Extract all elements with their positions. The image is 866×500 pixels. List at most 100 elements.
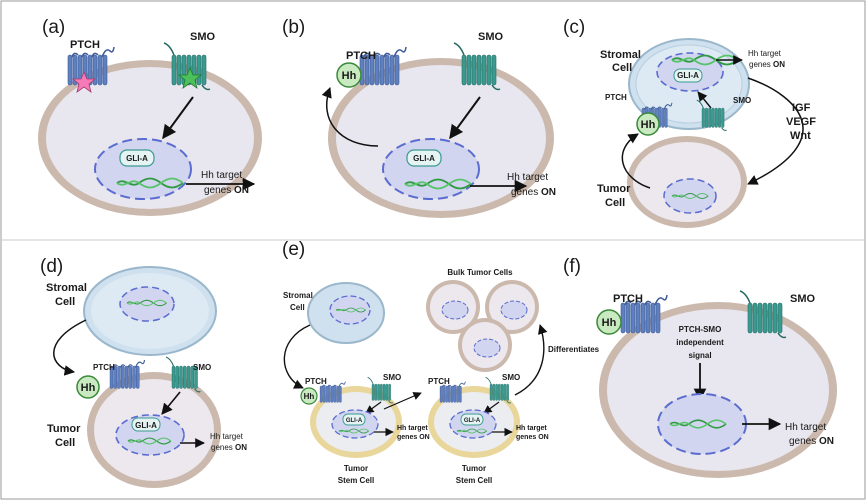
- on-text: ON: [538, 434, 549, 441]
- on-text: ON: [773, 60, 785, 69]
- gli-a-label: GLI-A: [346, 418, 363, 424]
- nucleus: [382, 138, 480, 200]
- ptch-label: PTCH: [605, 93, 627, 102]
- independent-line2: independent: [676, 338, 724, 347]
- stromal-label-line2: Cell: [55, 296, 75, 308]
- tumor-label-line1: Tumor: [47, 423, 81, 435]
- stromal-label-line1: Stromal: [283, 291, 313, 300]
- genes-prefix: genes: [204, 185, 234, 196]
- smo-label: SMO: [383, 373, 401, 382]
- hh-target-text: Hh target: [201, 170, 242, 181]
- hh-label: Hh: [602, 317, 617, 329]
- arrow-stromal-to-hh: [283, 324, 311, 389]
- panel-c-label: (c): [563, 17, 585, 38]
- nucleus: [663, 178, 717, 214]
- arrow-smo-to-gli: [161, 391, 181, 415]
- hh-ligand: [596, 309, 622, 335]
- arrow-self-renew: [383, 392, 422, 410]
- panel-b: (b) Hh PTCH SMO GLI-A Hh target genes ON: [282, 17, 556, 218]
- arrow-differentiates: [514, 324, 548, 396]
- smo-label: SMO: [478, 31, 504, 43]
- tumor-label-line1: Tumor: [597, 183, 631, 195]
- svg-text:genes ON: genes ON: [511, 187, 556, 198]
- hh-ligand: [636, 112, 660, 136]
- hh-label: Hh: [304, 392, 315, 401]
- smo-label: SMO: [502, 373, 520, 382]
- arrow-tumor-to-hh: [621, 133, 651, 189]
- tumor-label-line2: Cell: [55, 437, 75, 449]
- hh-label: Hh: [342, 70, 357, 82]
- gli-a-box: [406, 149, 442, 167]
- arrow-stromal-to-tumor: [747, 77, 804, 185]
- ptch-label: PTCH: [613, 293, 643, 305]
- panel-f: (f) Hh PTCH SMO PTCH-SMO independent sig…: [563, 256, 837, 478]
- hh-target-text: Hh target: [507, 172, 548, 183]
- smo-label: SMO: [193, 363, 211, 372]
- panel-d-label: (d): [40, 256, 63, 277]
- smo-label: SMO: [790, 293, 816, 305]
- svg-text:genes ON: genes ON: [516, 434, 549, 441]
- on-text: ON: [235, 443, 247, 452]
- genes-prefix: genes: [511, 187, 541, 198]
- nucleus: [500, 300, 528, 320]
- arrow-smo-to-gli: [365, 401, 382, 414]
- arrow-smo-to-gli: [162, 96, 194, 140]
- green-star-icon: [177, 66, 203, 89]
- on-text: ON: [234, 185, 249, 196]
- hh-target-text: Hh target: [748, 49, 782, 58]
- panel-e: (e) Stromal Cell Hh PTCH SMO GLI-A Hh ta…: [282, 239, 600, 485]
- wnt-label: Wnt: [790, 130, 811, 142]
- stromal-label-line2: Cell: [612, 62, 632, 74]
- panel-a: (a) PTCH SMO GLI-A Hh target genes ON: [38, 17, 262, 216]
- stromal-label-line1: Stromal: [46, 282, 87, 294]
- hh-ligand: [76, 375, 100, 399]
- hh-ligand: [300, 387, 318, 405]
- gli-a-box: [673, 68, 703, 83]
- gli-a-label: GLI-A: [126, 154, 148, 163]
- genes-prefix: genes: [516, 434, 538, 441]
- ptch-label: PTCH: [93, 363, 115, 372]
- tumor-stem-label-line2: Stem Cell: [456, 476, 492, 485]
- nucleus: [94, 138, 192, 200]
- ptch-label: PTCH: [346, 50, 376, 62]
- svg-text:genes ON: genes ON: [749, 60, 785, 69]
- independent-line1: PTCH-SMO: [679, 325, 722, 334]
- panel-a-label: (a): [42, 17, 65, 38]
- genes-prefix: genes: [397, 434, 419, 441]
- hh-target-text: Hh target: [210, 432, 244, 441]
- panel-e-label: (e): [282, 239, 305, 260]
- hh-target-text: Hh target: [785, 422, 826, 433]
- svg-text:genes ON: genes ON: [789, 436, 834, 447]
- arrow-stromal-to-hh: [53, 319, 87, 376]
- tumor-stem-label-line2: Stem Cell: [338, 476, 374, 485]
- stromal-label-line1: Stromal: [600, 49, 641, 61]
- stromal-label-line2: Cell: [290, 303, 305, 312]
- hh-target-text: Hh target: [397, 425, 428, 432]
- gli-a-label: GLI-A: [413, 154, 435, 163]
- nucleus: [473, 338, 501, 358]
- differentiates-label: Differentiates: [548, 345, 600, 354]
- hh-target-text: Hh target: [516, 425, 547, 432]
- smo-label: SMO: [733, 96, 751, 105]
- svg-text:genes ON: genes ON: [204, 185, 249, 196]
- svg-text:genes ON: genes ON: [211, 443, 247, 452]
- hh-ligand: [336, 62, 362, 88]
- arrow-release-hh: [321, 87, 379, 147]
- nucleus: [329, 295, 371, 325]
- tumor-stem-label-line1: Tumor: [344, 464, 368, 473]
- on-text: ON: [819, 436, 834, 447]
- igf-label: IGF: [792, 102, 811, 114]
- hh-label: Hh: [641, 119, 656, 131]
- panel-d: (d) Stromal Cell Hh PTCH SMO GLI-A Hh ta…: [40, 256, 247, 488]
- panel-b-label: (b): [282, 17, 305, 38]
- nucleus: [441, 300, 469, 320]
- tumor-stem-label-line1: Tumor: [462, 464, 486, 473]
- ptch-label: PTCH: [70, 39, 100, 51]
- svg-text:genes ON: genes ON: [397, 434, 430, 441]
- gli-a-label: GLI-A: [135, 421, 157, 430]
- ptch-label: PTCH: [305, 377, 327, 386]
- panel-c: (c) GLI-A Hh target genes ON PTCH SMO Hh…: [563, 17, 816, 228]
- gli-a-box: [342, 413, 366, 426]
- nucleus: [119, 286, 175, 322]
